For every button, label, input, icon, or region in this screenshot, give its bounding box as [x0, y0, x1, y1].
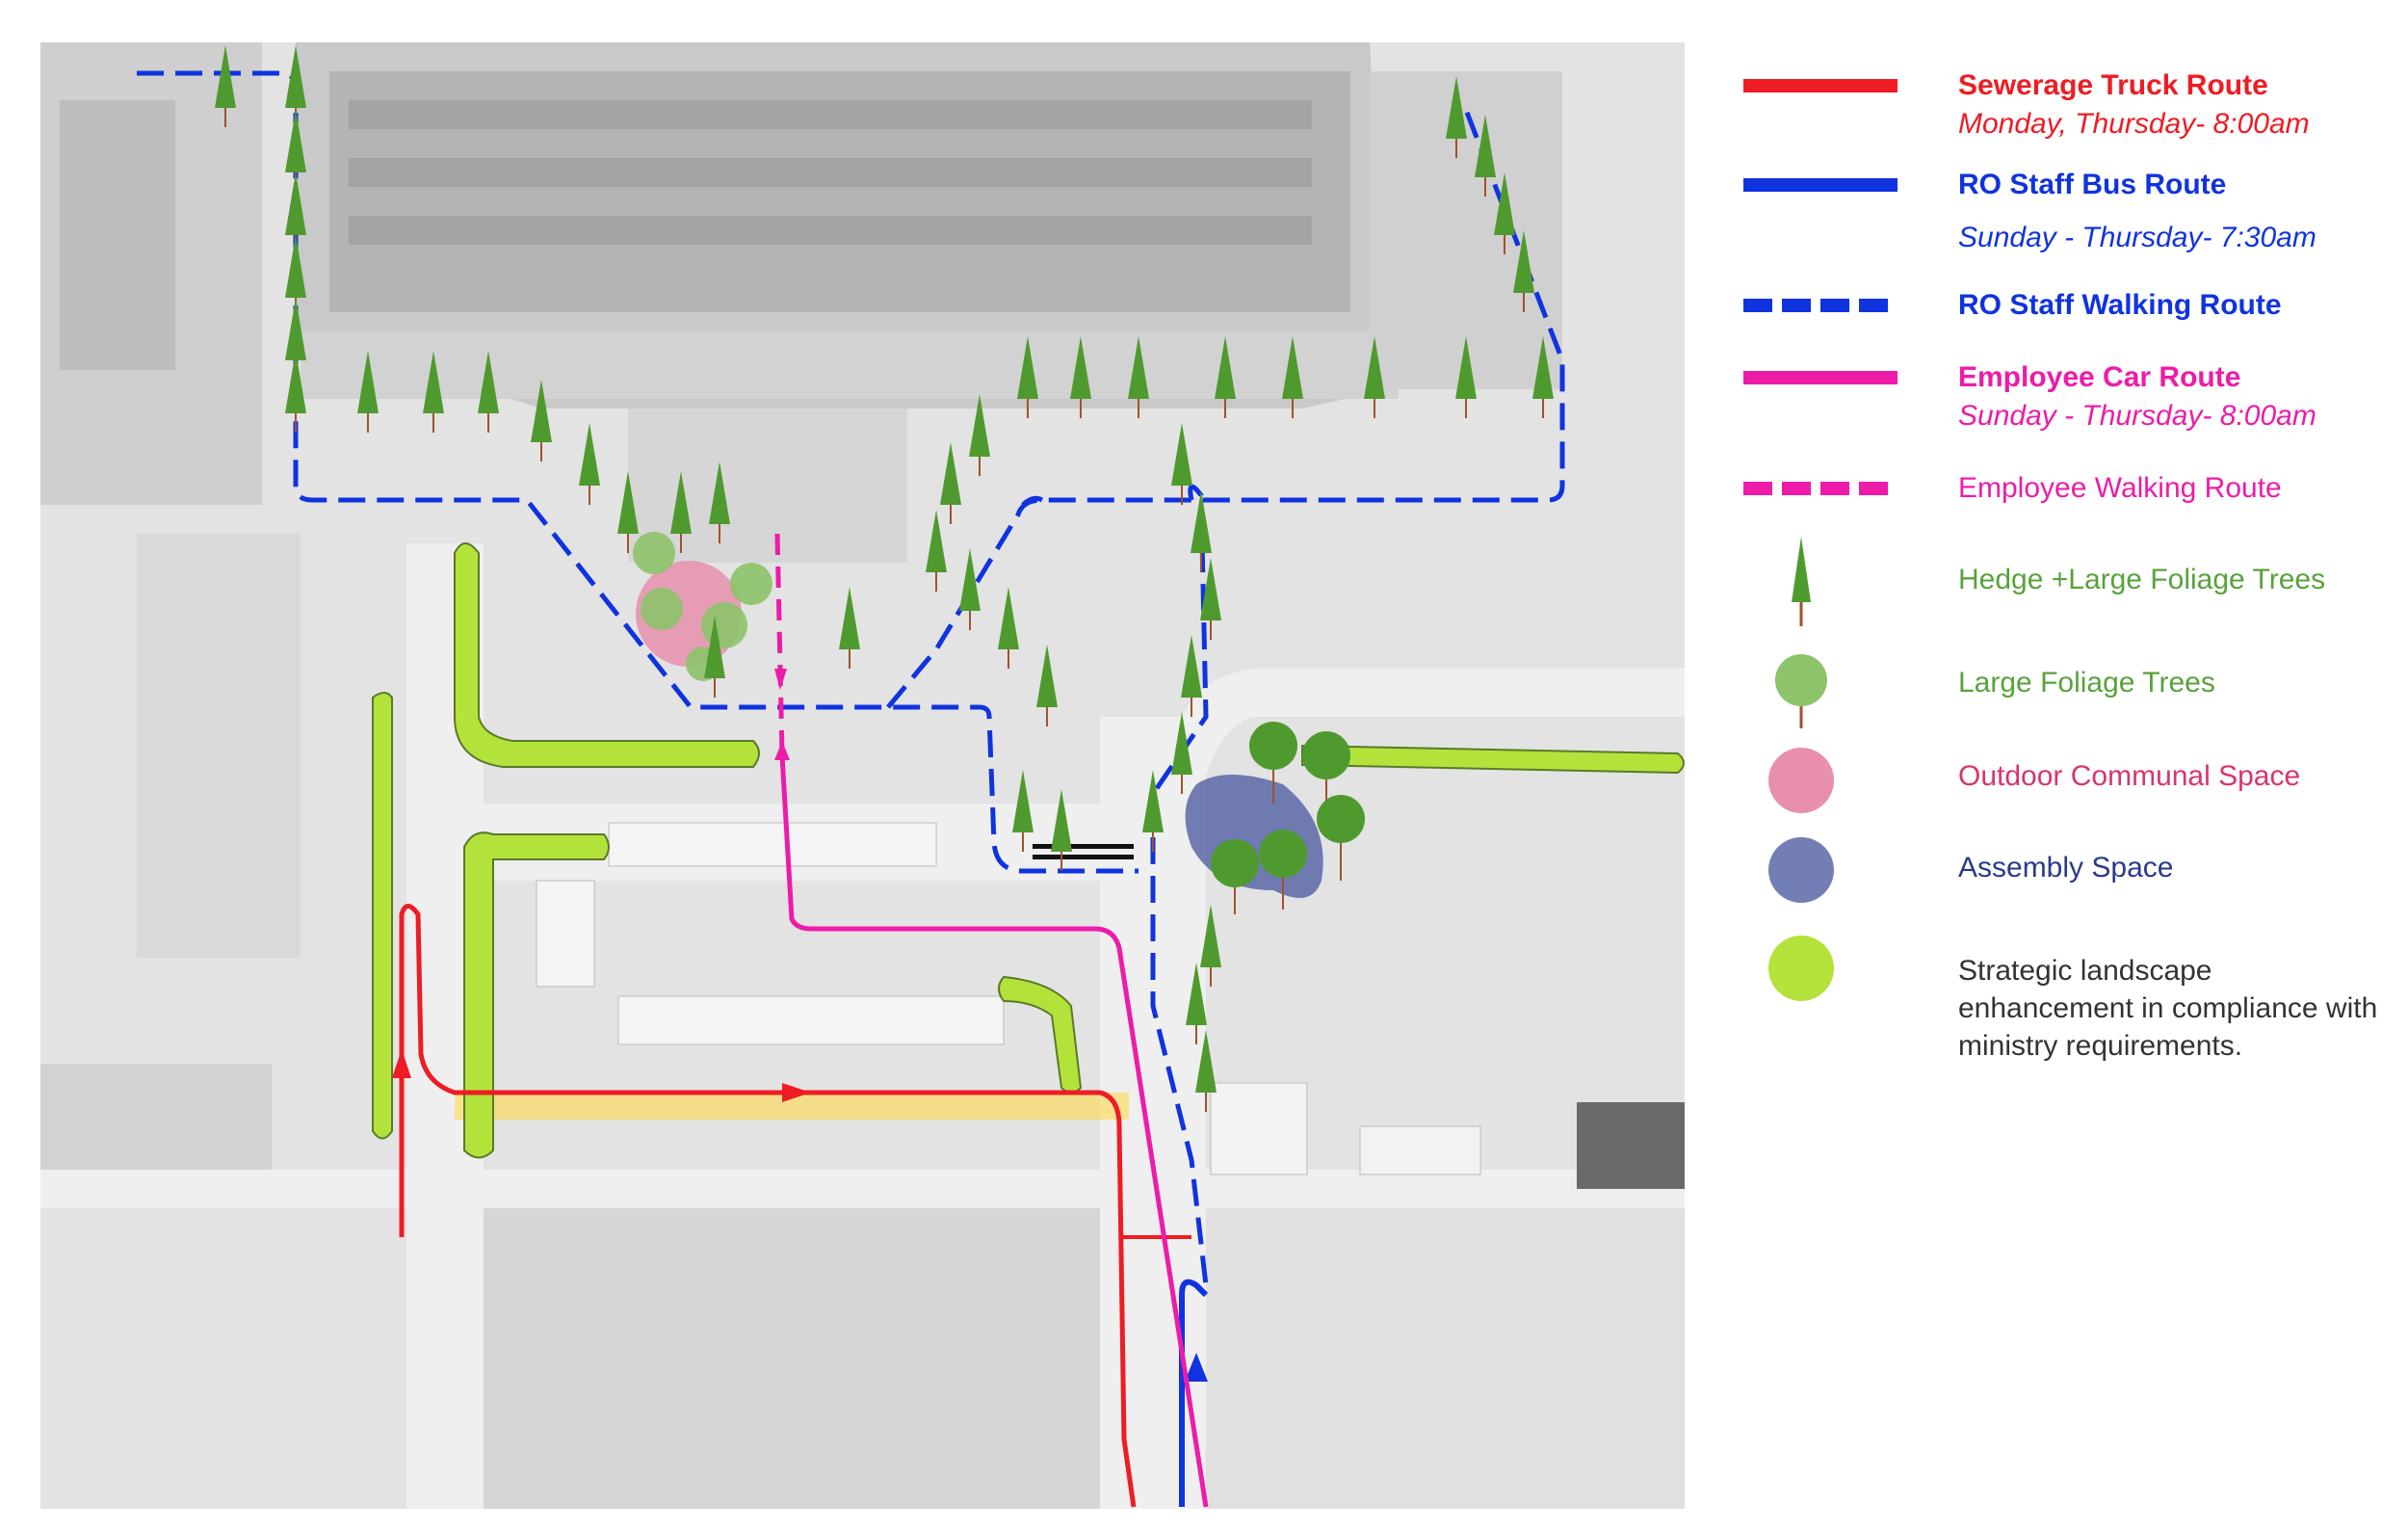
- legend-employee-walking-title: Employee Walking Route: [1958, 472, 2282, 504]
- legend-landscape-title: Strategic landscape enhancement in compl…: [1958, 955, 2378, 1062]
- factory-building: [296, 42, 1399, 409]
- employee-car-swatch: [1743, 371, 1898, 384]
- legend-sewerage-title: Sewerage Truck Route: [1958, 69, 2268, 101]
- hedge-tree: [1513, 230, 1534, 312]
- hedge-tree: [1455, 336, 1477, 418]
- sewerage-truck-route: [399, 904, 1137, 1508]
- site-plan-drawing: [40, 42, 1685, 1509]
- tree-icon: [1792, 537, 1811, 626]
- site-map: [40, 42, 1685, 1509]
- hedge-tree: [959, 548, 981, 630]
- hedge-tree: [1200, 558, 1221, 640]
- sewerage-swatch: [1743, 79, 1898, 92]
- hedge-tree: [940, 442, 961, 524]
- hedge-tree: [1446, 76, 1467, 158]
- bus-swatch: [1743, 178, 1898, 192]
- parking-canopy: [617, 995, 1005, 1045]
- legend-bus-schedule: Sunday - Thursday- 7:30am: [1958, 222, 2316, 253]
- hedge-tree: [1012, 770, 1034, 852]
- west-building: [137, 534, 301, 958]
- employee-car-route: [779, 754, 1209, 1508]
- parking-canopy: [608, 822, 937, 867]
- hedge-tree: [478, 351, 499, 433]
- staff-walking-swatch: [1743, 299, 1898, 312]
- hedge-tree: [670, 471, 692, 553]
- hedge-tree: [969, 394, 990, 476]
- hedge-tree: [1282, 336, 1303, 418]
- legend: Sewerage Truck Route Monday, Thursday- 8…: [1724, 58, 2398, 1079]
- hedge-tree: [1051, 789, 1072, 871]
- hedge-trees: [215, 45, 1554, 1112]
- hedge-tree: [1186, 963, 1207, 1044]
- hedge-tree: [709, 462, 730, 543]
- hedge-tree: [617, 471, 639, 553]
- assembly-swatch: [1768, 837, 1834, 903]
- hedge-tree: [1171, 423, 1192, 505]
- legend-foliage-title: Large Foliage Trees: [1958, 667, 2215, 699]
- hedge-tree: [1364, 336, 1385, 418]
- hedge-tree: [1036, 645, 1058, 726]
- hedge-tree: [1532, 336, 1554, 418]
- hedge-tree: [1215, 336, 1236, 418]
- hedge-tree: [357, 351, 379, 433]
- admin-building: [628, 409, 907, 563]
- hedge-tree: [579, 423, 600, 505]
- staff-bus-route: [1179, 1279, 1209, 1507]
- employee-walking-swatch: [1743, 482, 1898, 495]
- legend-staff-walking-title: RO Staff Walking Route: [1958, 289, 2282, 321]
- hedge-tree: [285, 351, 306, 433]
- legend-assembly-title: Assembly Space: [1958, 852, 2174, 884]
- hedge-tree: [1128, 336, 1149, 418]
- legend-hedge-title: Hedge +Large Foliage Trees: [1958, 564, 2326, 595]
- legend-employee-car-title: Employee Car Route: [1958, 361, 2241, 393]
- hedge-tree: [1017, 336, 1038, 418]
- hedge-tree: [839, 587, 860, 669]
- hedge-tree: [423, 351, 444, 433]
- hedge-tree: [1195, 1030, 1217, 1112]
- hedge-tree: [1181, 635, 1202, 717]
- hedge-tree: [1475, 115, 1496, 197]
- landscape-hedges: [372, 542, 1685, 1159]
- hedge-tree: [1494, 172, 1515, 254]
- communal-swatch: [1768, 748, 1834, 813]
- hedge-tree: [531, 380, 552, 462]
- hedge-tree: [1070, 336, 1091, 418]
- empty-lot: [484, 1208, 1100, 1509]
- hedge-tree: [1142, 770, 1164, 852]
- hedge-tree: [926, 510, 947, 592]
- hedge-tree: [1200, 905, 1221, 987]
- legend-sewerage-schedule: Monday, Thursday- 8:00am: [1958, 108, 2310, 140]
- employee-walking-route: [774, 533, 785, 756]
- hedge-tree: [998, 587, 1019, 669]
- round-tree-icon: [1775, 654, 1827, 728]
- landscape-swatch: [1768, 936, 1834, 1001]
- hedge-tree: [1191, 490, 1212, 572]
- foliage-trees-assembly: [1211, 722, 1365, 914]
- hedge-tree: [1171, 712, 1192, 794]
- hedge-tree: [215, 45, 236, 127]
- legend-communal-title: Outdoor Communal Space: [1958, 760, 2301, 792]
- empty-lot: [1206, 1208, 1685, 1509]
- crossing-bar: [1033, 844, 1134, 859]
- hedge-tree: [704, 616, 725, 698]
- legend-bus-title: RO Staff Bus Route: [1958, 169, 2227, 200]
- legend-employee-car-schedule: Sunday - Thursday- 8:00am: [1958, 400, 2316, 432]
